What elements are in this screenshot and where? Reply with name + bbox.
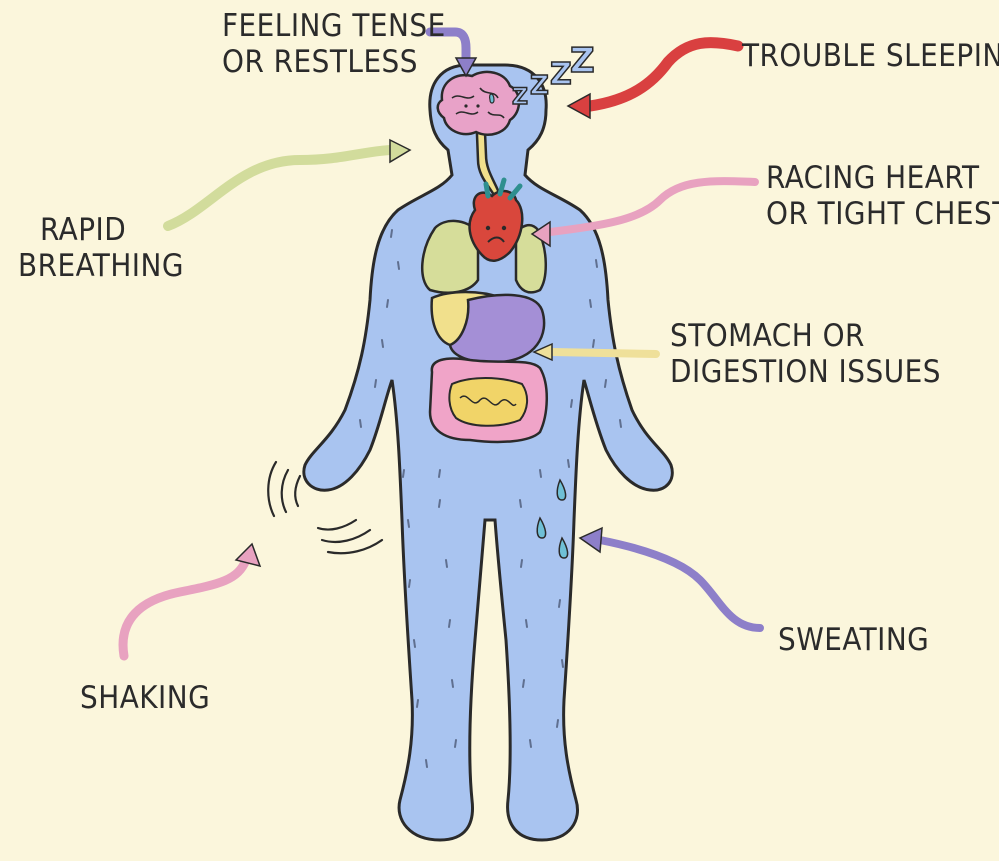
label-feeling-tense: FEELING TENSE OR RESTLESS (222, 8, 446, 80)
label-stomach-line1: STOMACH OR (670, 318, 941, 354)
texture-dash (452, 680, 453, 687)
label-stomach-line2: DIGESTION ISSUES (670, 354, 941, 390)
texture-dash (446, 560, 447, 567)
arrow-sweating (580, 528, 760, 628)
texture-dash (596, 260, 597, 267)
texture-dash (417, 700, 418, 707)
sleep-z-3: Z (550, 57, 572, 92)
texture-dash (414, 640, 415, 647)
texture-dash (360, 420, 361, 427)
texture-dash (605, 380, 606, 387)
sleep-z-2: Z (530, 71, 549, 101)
label-feeling-tense-line2: OR RESTLESS (222, 44, 446, 80)
texture-dash (562, 660, 563, 667)
arrow-shaking (123, 544, 260, 656)
texture-dash (398, 262, 399, 269)
texture-dash (375, 380, 376, 387)
label-stomach: STOMACH OR DIGESTION ISSUES (670, 318, 941, 390)
texture-dash (540, 470, 541, 477)
texture-dash (382, 340, 383, 347)
texture-dash (521, 560, 522, 567)
texture-dash (409, 580, 410, 587)
texture-dash (408, 520, 409, 527)
label-rapid-breathing-line1: RAPID (18, 212, 184, 248)
intestines-icon (430, 359, 547, 442)
texture-dash (449, 620, 450, 627)
arrow-rapid-breathing (168, 140, 410, 226)
texture-dash (523, 680, 524, 687)
label-rapid-breathing: RAPID BREATHING (18, 212, 184, 284)
texture-dash (403, 470, 404, 477)
texture-dash (439, 470, 440, 477)
texture-dash (590, 300, 591, 307)
label-shaking: SHAKING (80, 680, 210, 716)
texture-dash (439, 500, 440, 507)
label-racing-heart-line2: OR TIGHT CHEST (766, 196, 999, 232)
texture-dash (520, 500, 521, 507)
sleep-z-1: Z (512, 85, 528, 110)
texture-dash (387, 300, 388, 307)
texture-dash (455, 740, 456, 747)
texture-dash (568, 460, 569, 467)
texture-dash (391, 230, 392, 237)
texture-dash (530, 740, 531, 747)
label-racing-heart: RACING HEART OR TIGHT CHEST (766, 160, 999, 232)
texture-dash (559, 600, 560, 607)
label-rapid-breathing-line2: BREATHING (18, 248, 184, 284)
texture-dash (426, 760, 427, 767)
brain-icon (438, 72, 519, 135)
label-sweating: SWEATING (778, 622, 929, 658)
label-racing-heart-line1: RACING HEART (766, 160, 999, 196)
sleep-z-4: Z (570, 41, 595, 81)
texture-dash (557, 720, 558, 727)
label-trouble-sleeping: TROUBLE SLEEPING (742, 38, 999, 74)
texture-dash (526, 620, 527, 627)
texture-dash (593, 340, 594, 347)
texture-dash (620, 420, 621, 427)
label-feeling-tense-line1: FEELING TENSE (222, 8, 446, 44)
texture-dash (571, 400, 572, 407)
